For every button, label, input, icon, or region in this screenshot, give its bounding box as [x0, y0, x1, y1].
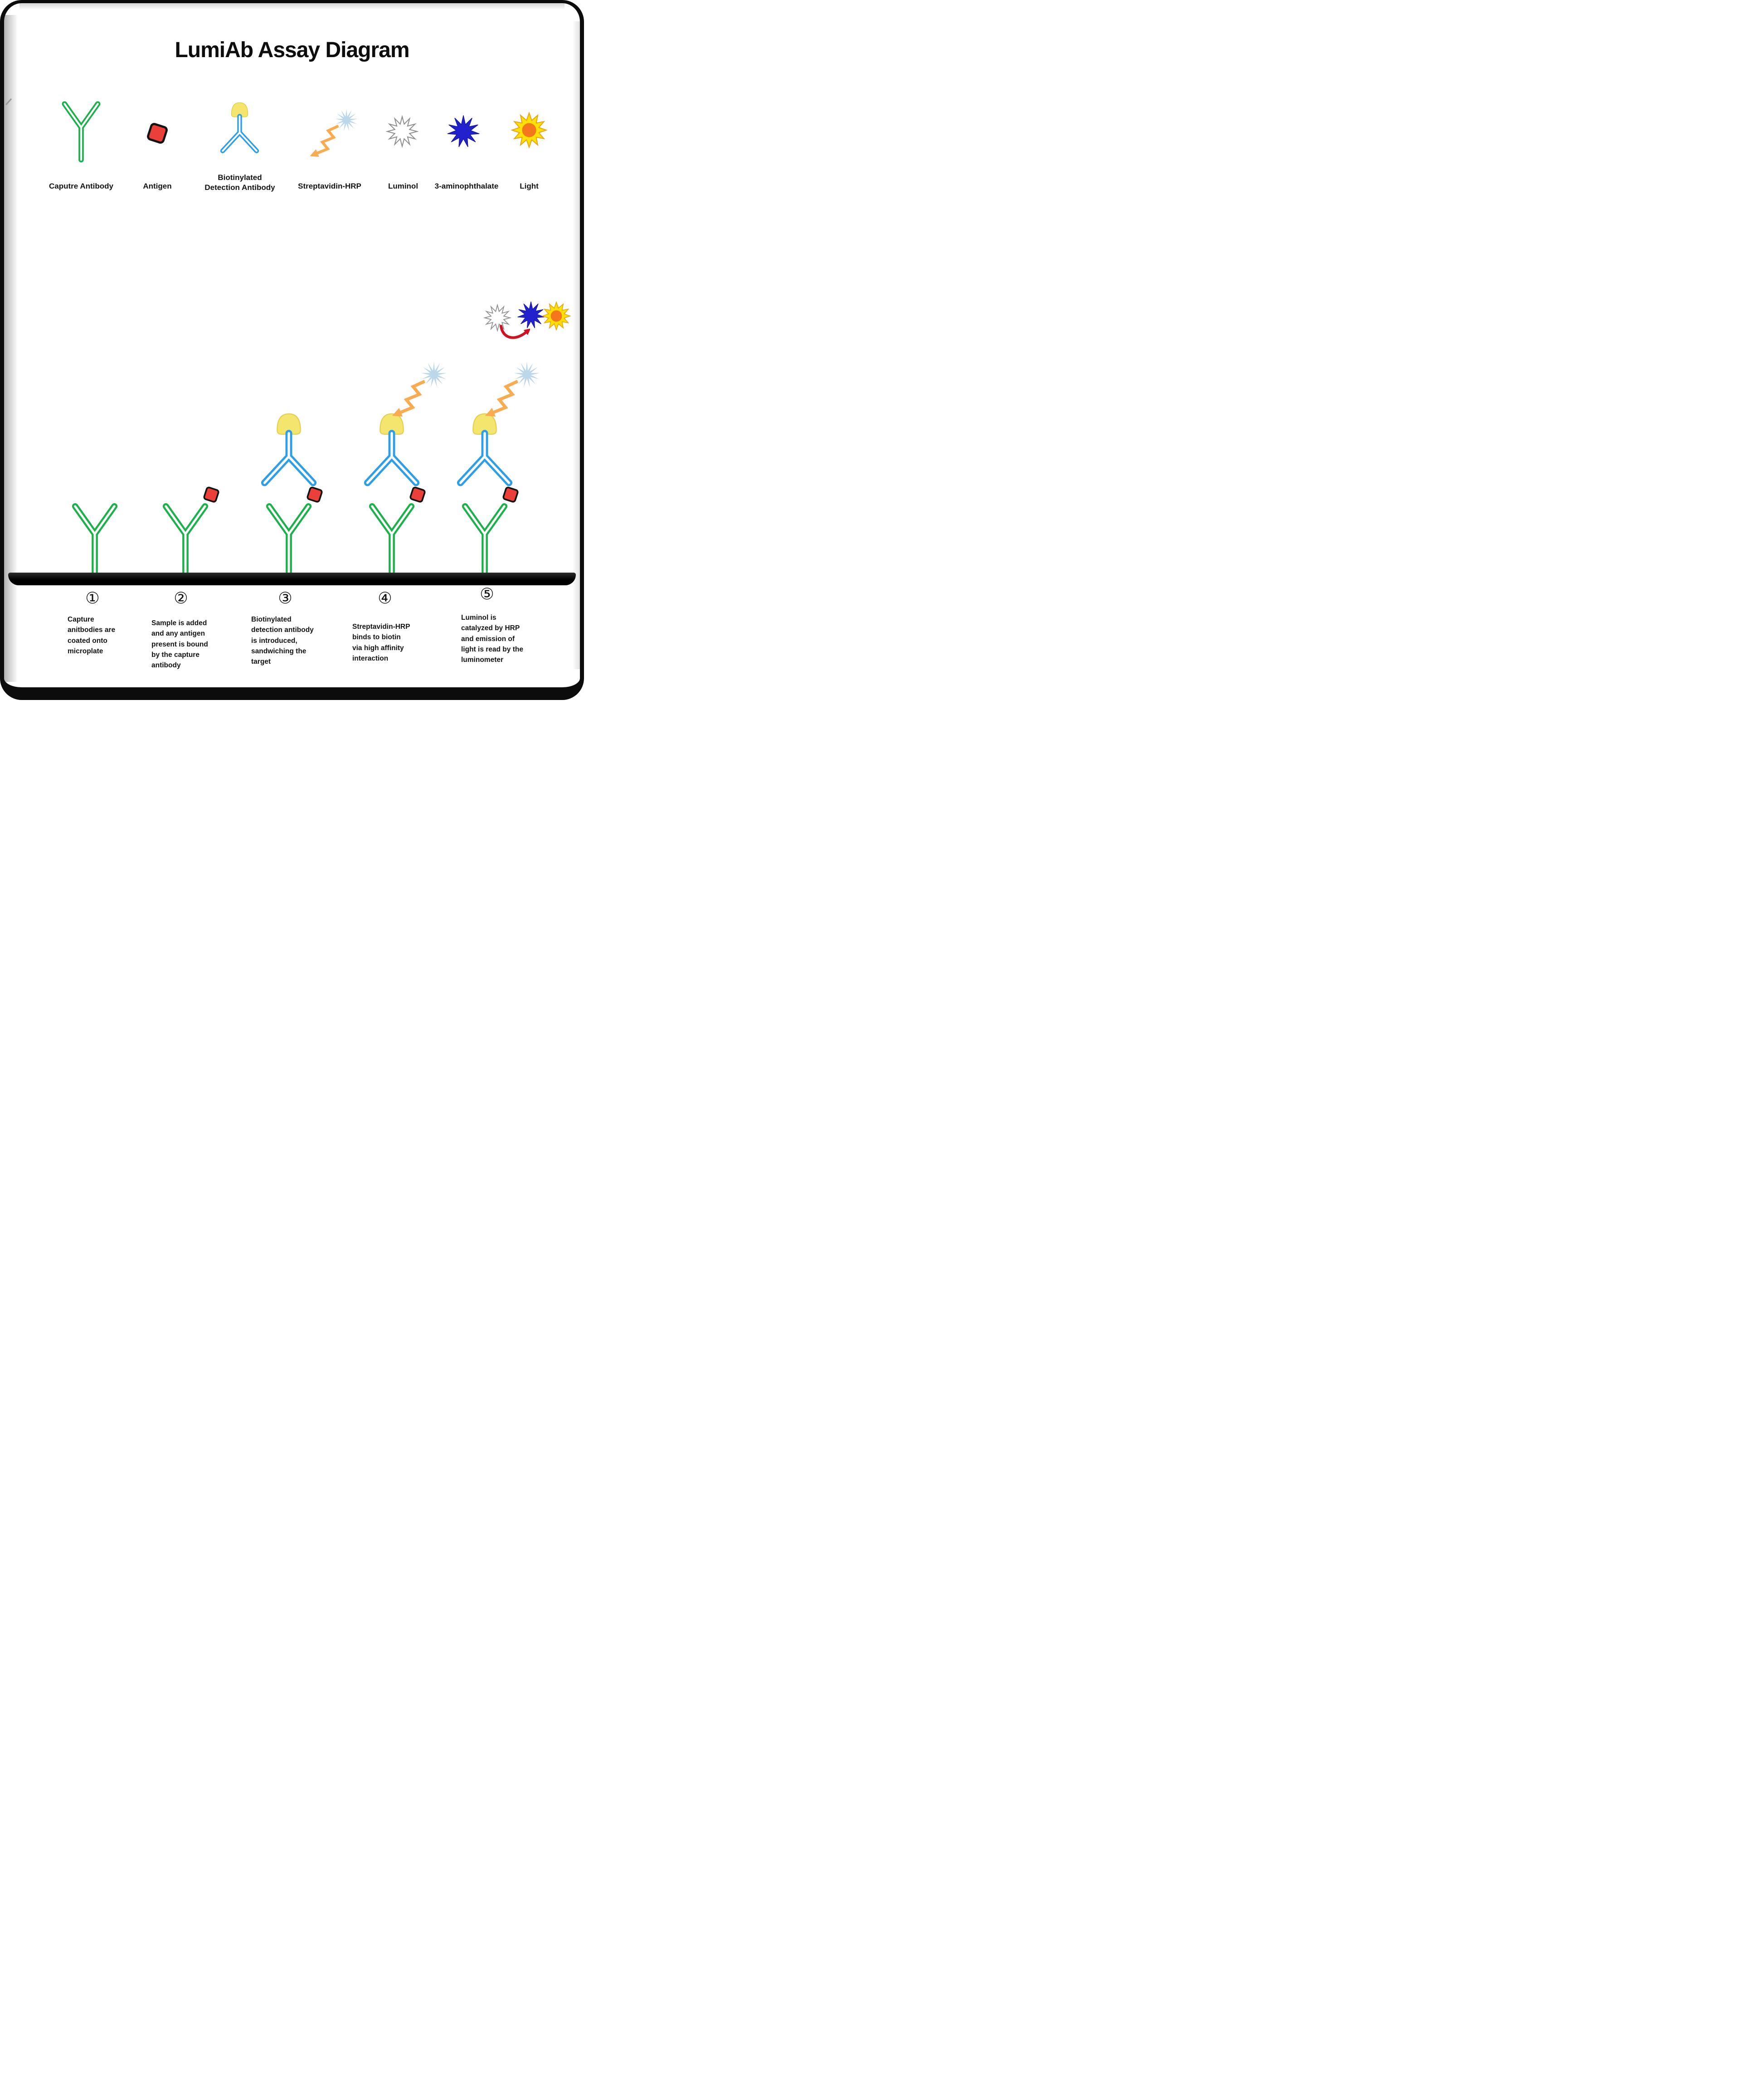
right-edge-shading [573, 21, 580, 669]
top-edge-shading [19, 3, 565, 10]
step-caption-2: Sample is added and any antigen present … [151, 619, 208, 669]
step5-capture-antibody-icon [458, 501, 511, 577]
red-curved-arrow-shape [500, 325, 530, 339]
legend-label-luminol: Luminol [388, 182, 419, 190]
step4-streptavidin-hrp-icon [392, 361, 447, 417]
step5-antigen-icon [499, 483, 522, 506]
legend-label-light: Light [520, 182, 539, 190]
step-number-3: ③ [278, 589, 292, 608]
step5-aminophthalate-icon [517, 301, 545, 328]
step-number-4: ④ [378, 589, 392, 608]
step5-streptavidin-hrp-icon [485, 361, 540, 417]
step2-antigen-icon [200, 483, 223, 506]
zigzag-arrow-shape [485, 379, 519, 417]
luminol-star-shape [483, 304, 511, 332]
step4-capture-antibody-icon [365, 501, 419, 577]
aminophthalate-star-shape [447, 115, 480, 147]
step4-antigen-icon [406, 483, 429, 506]
step-caption-1: Capture anitbodies are coated onto micro… [68, 616, 116, 655]
step3-capture-antibody-icon [262, 501, 316, 577]
legend-capture-antibody-icon [58, 99, 104, 164]
legend-label-streptavidin-hrp: Streptavidin-HRP [298, 182, 361, 190]
sun-core-shape [550, 310, 562, 322]
zigzag-arrow-shape [310, 125, 339, 157]
aminophthalate-star-shape [517, 301, 545, 328]
legend-label-antigen: Antigen [143, 182, 172, 190]
step5-reaction-arrow-icon [500, 325, 530, 339]
step-number-1: ① [85, 589, 100, 608]
legend-label-detection-antibody: Biotinylated Detection Antibody [204, 173, 275, 192]
legend-light-icon [511, 112, 548, 149]
step-number-5: ⑤ [480, 585, 494, 603]
sun-core-shape [522, 123, 536, 137]
hrp-burst-shape [335, 108, 358, 131]
step5-luminol-icon [483, 304, 511, 332]
step1-capture-antibody-icon [68, 501, 122, 577]
left-edge-shading [4, 15, 18, 682]
zigzag-arrow-shape [392, 379, 426, 417]
hrp-burst-shape [421, 361, 447, 388]
legend-label-capture-antibody: Caputre Antibody [49, 182, 113, 190]
step-number-2: ② [174, 589, 188, 608]
step5-light-icon [541, 301, 571, 331]
step-caption-4: Streptavidin-HRP binds to biotin via hig… [352, 623, 410, 662]
step-caption-3: Biotinylated detection antibody is intro… [251, 616, 314, 666]
microplate-surface [8, 573, 576, 585]
hrp-burst-shape [514, 361, 540, 388]
step-caption-5: Luminol is catalyzed by HRP and emission… [461, 614, 523, 664]
luminol-star-shape [386, 115, 419, 148]
legend-luminol-icon [386, 115, 419, 148]
legend-label-aminophthalate: 3-aminophthalate [434, 182, 499, 190]
legend-detection-antibody-icon [216, 99, 263, 165]
assay-diagram-canvas: LumiAb Assay Diagram Caputre Antibody An… [0, 0, 584, 700]
legend-streptavidin-hrp-icon [310, 108, 358, 157]
legend-aminophthalate-icon [447, 115, 480, 147]
diagram-title: LumiAb Assay Diagram [175, 38, 409, 62]
step3-antigen-icon [303, 483, 326, 506]
legend-antigen-icon [142, 118, 173, 149]
step2-capture-antibody-icon [159, 501, 212, 577]
